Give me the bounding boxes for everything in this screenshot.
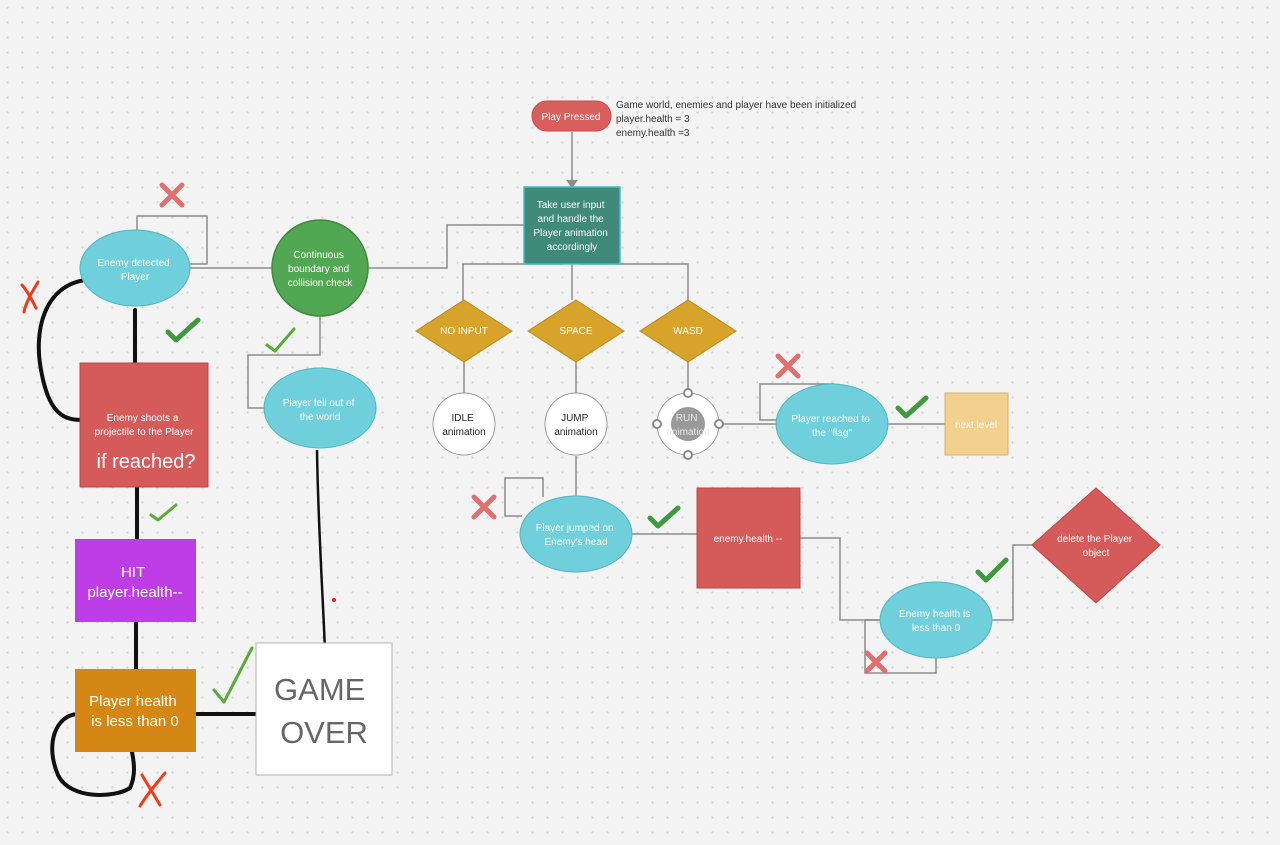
jump-animation-node — [544, 392, 608, 456]
connector-input-to-check — [368, 224, 525, 269]
resize-handle-right — [714, 419, 724, 429]
connector-check-to-fell — [247, 314, 321, 409]
loop-enemy-health-less — [864, 619, 937, 674]
hit-label: HIT player.health-- — [87, 564, 182, 601]
enemy-shoots-node — [79, 362, 209, 488]
player-fell-label: Player fell out of the world — [283, 398, 358, 423]
hit-node — [75, 539, 196, 622]
enemy-shoots-label: Enemy shoots a projectile to the Player — [95, 413, 195, 438]
idle-animation-label: IDLE animation — [442, 413, 485, 438]
enemy-detected-label: Enemy detected Player — [97, 258, 172, 283]
if-reached-label: if reached? — [97, 451, 196, 473]
space-diamond — [527, 299, 625, 363]
connector-less-to-delete — [990, 544, 1034, 621]
loop-player-jumped — [504, 477, 544, 517]
cross-marks-red — [20, 280, 167, 808]
loop-enemy-shoots — [36, 278, 88, 422]
check-icon — [647, 505, 681, 529]
jump-animation-label: JUMP animation — [554, 413, 597, 438]
enemy-health-dec-label: enemy.health -- — [714, 534, 783, 545]
no-input-label: NO INPUT — [440, 326, 488, 337]
cross-icon — [864, 650, 888, 674]
arrowhead — [566, 180, 578, 188]
check-marks — [165, 317, 1009, 583]
player-jumped-label: Player jumped on Enemy's head — [536, 523, 617, 548]
resize-handle-left — [652, 419, 662, 429]
loop-player-reached-flag — [759, 383, 834, 421]
enemy-health-dec-node — [696, 487, 801, 589]
run-animation-label: RUN animation — [666, 413, 709, 438]
take-input-label: Take user input and handle the Player an… — [533, 200, 610, 253]
enemy-health-less-label: Enemy health is less than 0 — [899, 609, 973, 634]
player-reached-flag-node — [775, 383, 889, 465]
run-selection-handles[interactable] — [652, 388, 724, 460]
connector-input-to-noinput — [462, 263, 563, 300]
player-health-less-node — [75, 669, 196, 752]
check-icon — [212, 646, 254, 704]
resize-handle-top — [683, 388, 693, 398]
player-health-less-label: Player health is less than 0 — [89, 693, 181, 730]
next-level-node — [944, 392, 1009, 456]
connector-enemyhealth-to-less — [800, 537, 882, 621]
continuous-check-node — [271, 219, 369, 317]
play-pressed-label: Play Pressed — [542, 112, 601, 123]
red-dot — [332, 598, 336, 602]
continuous-check-label: Continuous boundary and collision check — [288, 250, 353, 289]
game-over-label: GAME OVER — [274, 672, 374, 750]
game-over-node — [255, 642, 393, 776]
wasd-label: WASD — [673, 326, 703, 337]
enemy-detected-node — [79, 229, 191, 307]
loop-enemy-detected — [136, 215, 208, 265]
connector-input-to-wasd — [580, 263, 689, 300]
check-icon — [265, 327, 296, 353]
cross-icon — [775, 353, 801, 379]
run-selection-core — [671, 407, 705, 441]
line-fell-to-gameover — [315, 449, 327, 651]
player-reached-flag-label: Player reached to the "flag" — [791, 414, 872, 439]
cross-icon — [471, 494, 497, 520]
check-icon — [975, 557, 1009, 583]
play-pressed-node — [531, 100, 612, 132]
hand-drawn-lines — [36, 278, 258, 797]
player-jumped-node — [519, 495, 633, 573]
wasd-diamond — [639, 299, 737, 363]
no-input-diamond — [415, 299, 513, 363]
check-icon — [165, 317, 201, 343]
space-label: SPACE — [559, 326, 592, 337]
resize-handle-bottom — [683, 450, 693, 460]
check-icon — [895, 395, 929, 419]
enemy-health-less-node — [879, 581, 993, 659]
check-icon — [149, 503, 178, 522]
init-note: Game world, enemies and player have been… — [616, 100, 859, 139]
delete-player-label: delete the Player object — [1057, 534, 1135, 559]
loop-player-health — [50, 712, 136, 797]
hand-check-marks — [149, 327, 296, 704]
idle-animation-node — [432, 392, 496, 456]
cross-marks-light — [159, 182, 888, 674]
cross-icon — [138, 771, 167, 808]
take-input-node — [523, 186, 621, 265]
cross-icon — [20, 280, 40, 314]
cross-icon — [159, 182, 185, 208]
player-fell-node — [263, 367, 377, 449]
delete-player-diamond — [1031, 487, 1161, 604]
next-level-label: next level — [955, 420, 997, 431]
